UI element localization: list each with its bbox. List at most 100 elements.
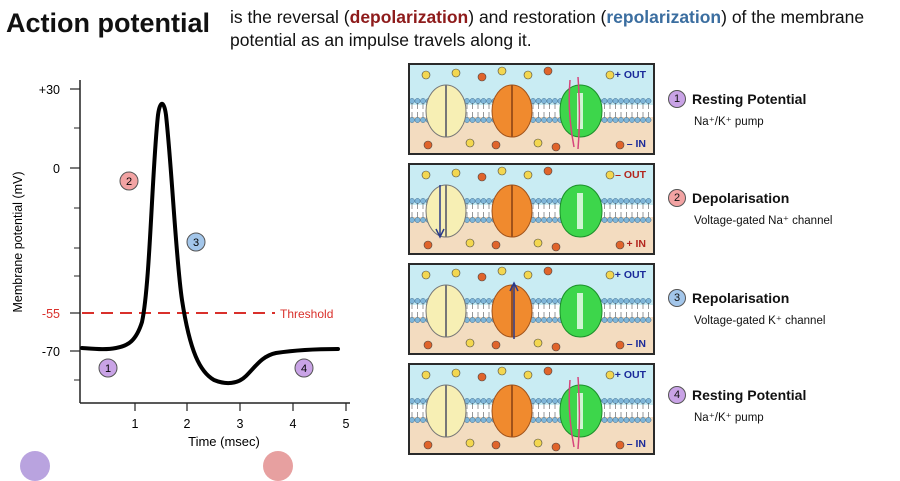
action-potential-graph: Threshold Membrane potential (mV) Time (… — [11, 80, 350, 449]
cropped-badge-right — [263, 451, 293, 481]
potassium-ion — [477, 372, 487, 382]
x-axis-label: Time (msec) — [188, 434, 260, 449]
potassium-ion — [423, 440, 433, 450]
potassium-ion — [615, 440, 625, 450]
sodium-ion — [421, 170, 431, 180]
y-axis-label: Membrane potential (mV) — [11, 171, 25, 312]
potassium-ion — [491, 340, 501, 350]
step-4-subtitle: Na⁺/K⁺ pump — [694, 412, 764, 425]
sodium-ion — [533, 338, 543, 348]
step-marker-3 — [186, 232, 206, 252]
step-3-badge: 3 — [668, 289, 686, 307]
sodium-potassium-pump — [559, 84, 603, 138]
sodium-ion — [451, 368, 461, 378]
inside-charge-label: – IN — [627, 338, 646, 350]
sodium-ion — [533, 438, 543, 448]
definition-line-2: potential as an impulse travels along it… — [230, 30, 532, 50]
page-title: Action potential — [6, 8, 210, 38]
sodium-potassium-pump — [559, 384, 603, 438]
threshold-label: Threshold — [280, 307, 333, 321]
sodium-channel — [425, 184, 467, 238]
sodium-ion — [497, 266, 507, 276]
potassium-channel — [491, 284, 533, 338]
potassium-ion — [423, 340, 433, 350]
potassium-ion — [543, 366, 553, 376]
step-4-badge: 4 — [668, 386, 686, 404]
sodium-potassium-pump — [559, 184, 603, 238]
ions — [421, 66, 625, 152]
definition-part-1: is the reversal ( — [230, 7, 350, 27]
sodium-ion — [451, 268, 461, 278]
step-marker-2 — [119, 171, 139, 191]
x-tick-label: 1 — [132, 417, 139, 431]
step-label-3: 3 Repolarisation Voltage-gated K⁺ channel — [668, 289, 825, 327]
potassium-ion — [551, 342, 561, 352]
potassium-ion — [543, 166, 553, 176]
y-tick-label: -70 — [42, 345, 60, 359]
membrane-panel-4: + OUT – IN — [408, 363, 655, 455]
step-marker-1 — [98, 358, 118, 378]
sodium-ion — [533, 138, 543, 148]
sodium-ion — [497, 66, 507, 76]
x-tick-label: 5 — [343, 417, 350, 431]
sodium-ion — [421, 270, 431, 280]
sodium-potassium-pump — [559, 284, 603, 338]
step-3-subtitle: Voltage-gated K⁺ channel — [694, 315, 826, 328]
ions — [421, 266, 625, 352]
cropped-badge-left — [20, 451, 50, 481]
definition-part-2: ) and restoration ( — [468, 7, 607, 27]
potassium-ion — [491, 240, 501, 250]
sodium-ion — [421, 370, 431, 380]
sodium-channel — [425, 84, 467, 138]
step-marker-4 — [294, 358, 314, 378]
step-3-title: Repolarisation — [692, 290, 790, 306]
potassium-ion — [551, 442, 561, 452]
ions — [421, 366, 625, 452]
potassium-channel — [491, 384, 533, 438]
potassium-channel — [491, 184, 533, 238]
sodium-ion — [465, 338, 475, 348]
step-1-subtitle: Na⁺/K⁺ pump — [694, 116, 764, 129]
potassium-ion — [551, 142, 561, 152]
sodium-ion — [523, 170, 533, 180]
potassium-ion — [543, 266, 553, 276]
outside-charge-label: + OUT — [615, 369, 647, 381]
sodium-channel — [425, 384, 467, 438]
sodium-ion — [605, 370, 615, 380]
sodium-ion — [465, 438, 475, 448]
pump-flow-arrow — [577, 376, 581, 450]
sodium-ion — [497, 366, 507, 376]
sodium-ion — [523, 270, 533, 280]
potassium-ion — [423, 140, 433, 150]
potassium-ion — [491, 440, 501, 450]
repolarization-term: repolarization — [606, 7, 722, 27]
y-tick-label: 0 — [53, 162, 60, 176]
outside-charge-label: – OUT — [615, 169, 647, 181]
sodium-ion — [523, 70, 533, 80]
step-marker-number: 3 — [193, 237, 199, 249]
ions — [421, 166, 625, 252]
potassium-channel — [491, 84, 533, 138]
definition-part-3: ) of the membrane — [721, 7, 865, 27]
potassium-ion — [477, 272, 487, 282]
step-marker-number: 4 — [301, 363, 307, 375]
potassium-ion — [477, 72, 487, 82]
membrane-panel-3: + OUT– IN — [408, 263, 655, 355]
sodium-ion — [421, 70, 431, 80]
inside-charge-label: – IN — [627, 438, 646, 450]
sodium-ion — [465, 138, 475, 148]
potassium-ion — [615, 340, 625, 350]
sodium-ion — [497, 166, 507, 176]
x-tick-label: 2 — [184, 417, 191, 431]
inside-charge-label: + IN — [626, 238, 646, 250]
potassium-ion — [615, 140, 625, 150]
potassium-ion — [551, 242, 561, 252]
y-tick-label: +30 — [39, 83, 60, 97]
potassium-ion — [491, 140, 501, 150]
sodium-ion — [523, 370, 533, 380]
step-marker-number: 2 — [126, 176, 132, 188]
x-tick-label: 3 — [237, 417, 244, 431]
potassium-ion — [477, 172, 487, 182]
